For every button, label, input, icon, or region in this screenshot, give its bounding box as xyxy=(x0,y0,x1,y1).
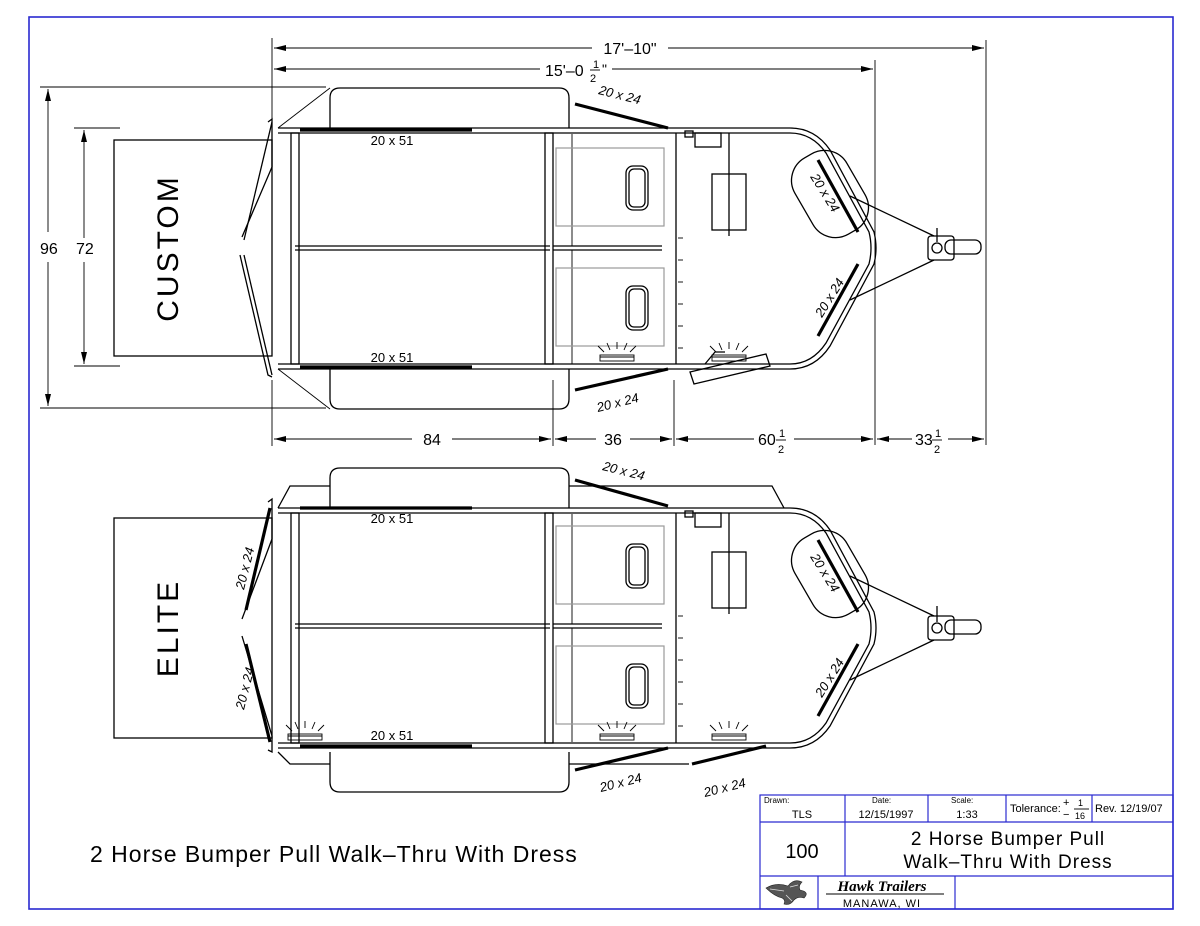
elite-box-label: ELITE xyxy=(152,579,185,677)
svg-text:2: 2 xyxy=(778,444,784,456)
custom-window-bottom-label: 20 x 51 xyxy=(371,350,414,365)
date-value: 12/15/1997 xyxy=(858,809,913,821)
overall-width-dim: 96 xyxy=(40,241,58,258)
svg-text:−: − xyxy=(1063,809,1069,821)
inside-width-dim: 72 xyxy=(76,241,94,258)
drawing-title: 2 Horse Bumper Pull Walk–Thru With Dress xyxy=(90,841,578,867)
elite-fender-top xyxy=(329,467,570,508)
body-length-dim: 15'–0 xyxy=(545,63,584,80)
svg-text:1: 1 xyxy=(935,428,941,440)
elite-fender-bottom xyxy=(329,752,570,793)
elite-window-bottom-label: 20 x 51 xyxy=(371,728,414,743)
tolerance-label: Tolerance: xyxy=(1010,803,1061,815)
svg-text:+: + xyxy=(1063,797,1069,809)
segment-dim-2: 36 xyxy=(604,432,622,449)
svg-text:16: 16 xyxy=(1075,811,1085,821)
segment-dim-1: 84 xyxy=(423,432,441,449)
revision: Rev. 12/19/07 xyxy=(1095,803,1163,815)
svg-text:1: 1 xyxy=(1078,798,1083,808)
custom-window-top-label: 20 x 51 xyxy=(371,133,414,148)
elite-rear-box xyxy=(113,517,273,739)
svg-text:2: 2 xyxy=(590,73,596,85)
segment-dimensions: 84 36 60 1 2 33 1 2 xyxy=(271,380,984,456)
overall-length-dim: 17'–10" xyxy=(603,41,656,58)
overall-dimensions: 17'–10" 15'–0 1 2 " 96 72 xyxy=(40,38,987,445)
elite-vent-bottom-label: 20 x 24 xyxy=(597,770,643,795)
custom-fender-top xyxy=(329,87,570,128)
custom-box-label: CUSTOM xyxy=(152,174,185,321)
custom-vent-top-label: 20 x 24 xyxy=(596,82,642,107)
title-block: Drawn: TLS Date: 12/15/1997 Scale: 1:33 … xyxy=(759,794,1174,910)
scale-value: 1:33 xyxy=(956,809,977,821)
custom-plan-view: CUSTOM 20 x 51 20 x 51 20 x 24 20 x 24 xyxy=(113,82,982,415)
elite-window-top-label: 20 x 51 xyxy=(371,511,414,526)
company-name: Hawk Trailers xyxy=(836,879,926,895)
custom-rear-box xyxy=(113,139,273,357)
svg-text:2: 2 xyxy=(934,444,940,456)
elite-body-outline xyxy=(278,507,877,749)
drawing-number: 100 xyxy=(785,841,818,863)
title-line-1: 2 Horse Bumper Pull xyxy=(911,829,1105,850)
company-location: MANAWA, WI xyxy=(843,898,921,910)
segment-dim-4: 33 xyxy=(915,432,933,449)
hawk-logo-icon xyxy=(765,880,807,905)
svg-text:": " xyxy=(602,61,607,77)
title-line-2: Walk–Thru With Dress xyxy=(903,852,1112,873)
drawn-value: TLS xyxy=(792,809,812,821)
svg-text:1: 1 xyxy=(593,59,599,71)
svg-text:1: 1 xyxy=(779,428,785,440)
elite-plan-view: ELITE 20 x 24 20 x 24 20 x 51 20 x 51 20… xyxy=(113,458,982,800)
custom-body-outline xyxy=(278,127,877,370)
elite-dress-vent-label: 20 x 24 xyxy=(701,775,747,800)
elite-vent-top-label: 20 x 24 xyxy=(600,458,646,483)
drawn-label: Drawn: xyxy=(764,796,789,805)
segment-dim-3: 60 xyxy=(758,432,776,449)
custom-vent-bottom-label: 20 x 24 xyxy=(594,390,640,415)
custom-fender-bottom xyxy=(329,369,570,410)
elite-rear-door-lower-label: 20 x 24 xyxy=(232,666,257,712)
scale-label: Scale: xyxy=(951,796,973,805)
sheet-border xyxy=(28,16,1174,910)
date-label: Date: xyxy=(872,796,891,805)
